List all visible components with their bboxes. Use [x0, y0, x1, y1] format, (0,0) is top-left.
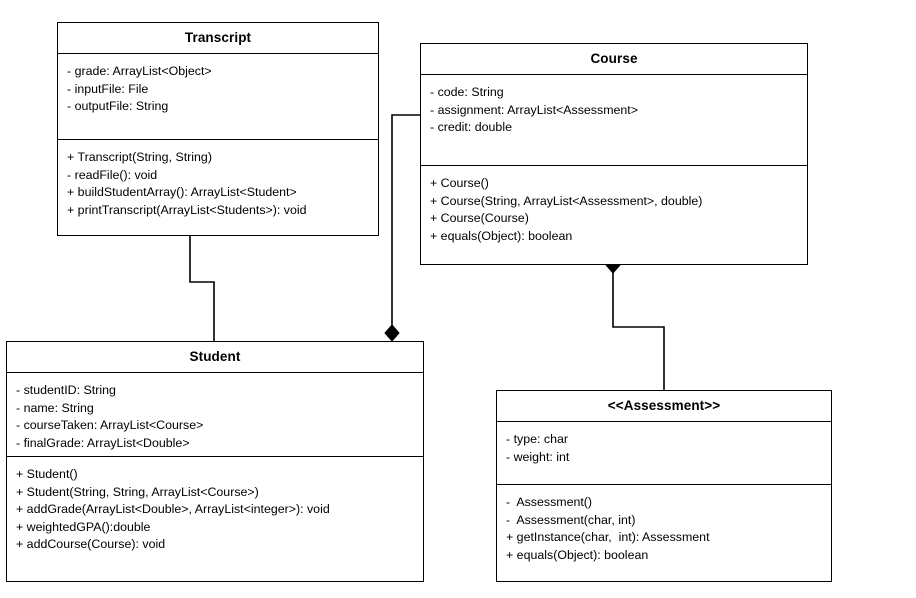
method-row: + Transcript(String, String)	[67, 150, 212, 164]
method-row: - Assessment(char, int)	[506, 512, 636, 527]
method-row: + Course()	[430, 176, 489, 190]
method-row: - readFile(): void	[67, 167, 158, 182]
class-title-student: Student	[7, 342, 423, 373]
class-attributes-course: - code: String - assignment: ArrayList<A…	[421, 75, 807, 165]
attribute-row: - outputFile: String	[67, 99, 169, 114]
attribute-row: - studentID: String	[16, 383, 116, 397]
class-title-transcript: Transcript	[58, 23, 378, 54]
class-methods-course: + Course() + Course(String, ArrayList<As…	[421, 165, 807, 254]
class-attributes-student: - studentID: String - name: String - cou…	[7, 373, 423, 456]
method-row: - Assessment()	[506, 495, 593, 509]
attribute-row: - grade: ArrayList<Object>	[67, 64, 212, 78]
method-row: + Course(String, ArrayList<Assessment>, …	[430, 193, 703, 208]
class-title-assessment: <<Assessment>>	[497, 391, 831, 422]
method-row: + equals(Object): boolean	[430, 228, 573, 243]
method-row: + Student()	[16, 467, 78, 481]
attribute-row: - inputFile: File	[67, 81, 149, 96]
attribute-row: - code: String	[430, 85, 504, 99]
method-row: + buildStudentArray(): ArrayList<Student…	[67, 185, 297, 200]
method-row: + getInstance(char, int): Assessment	[506, 530, 710, 545]
class-box-student[interactable]: Student - studentID: String - name: Stri…	[6, 341, 424, 582]
class-box-assessment[interactable]: <<Assessment>> - type: char - weight: in…	[496, 390, 832, 582]
method-row: + weightedGPA():double	[16, 519, 151, 534]
class-methods-transcript: + Transcript(String, String) - readFile(…	[58, 139, 378, 228]
attribute-row: - name: String	[16, 400, 94, 415]
edge-transcript-student[interactable]	[189, 235, 215, 342]
attribute-row: - assignment: ArrayList<Assessment>	[430, 102, 638, 117]
attribute-row: - credit: double	[430, 120, 512, 135]
method-row: + equals(Object): boolean	[506, 547, 649, 562]
method-row: + addGrade(ArrayList<Double>, ArrayList<…	[16, 502, 330, 517]
attribute-row: - weight: int	[506, 449, 570, 464]
attribute-row: - finalGrade: ArrayList<Double>	[16, 435, 190, 450]
class-box-transcript[interactable]: Transcript - grade: ArrayList<Object> - …	[57, 22, 379, 236]
attribute-row: - courseTaken: ArrayList<Course>	[16, 418, 204, 433]
edge-course-assessment[interactable]	[612, 264, 665, 391]
class-attributes-assessment: - type: char - weight: int	[497, 422, 831, 484]
attribute-row: - type: char	[506, 432, 568, 446]
class-title-course: Course	[421, 44, 807, 75]
method-row: + printTranscript(ArrayList<Students>): …	[67, 202, 307, 217]
edge-course-student[interactable]	[391, 114, 421, 334]
method-row: + Student(String, String, ArrayList<Cour…	[16, 484, 259, 499]
class-attributes-transcript: - grade: ArrayList<Object> - inputFile: …	[58, 54, 378, 139]
class-methods-student: + Student() + Student(String, String, Ar…	[7, 456, 423, 563]
method-row: + Course(Course)	[430, 211, 529, 226]
composition-diamond-student	[384, 324, 400, 342]
class-box-course[interactable]: Course - code: String - assignment: Arra…	[420, 43, 808, 265]
method-row: + addCourse(Course): void	[16, 537, 166, 552]
class-methods-assessment: - Assessment() - Assessment(char, int) +…	[497, 484, 831, 573]
